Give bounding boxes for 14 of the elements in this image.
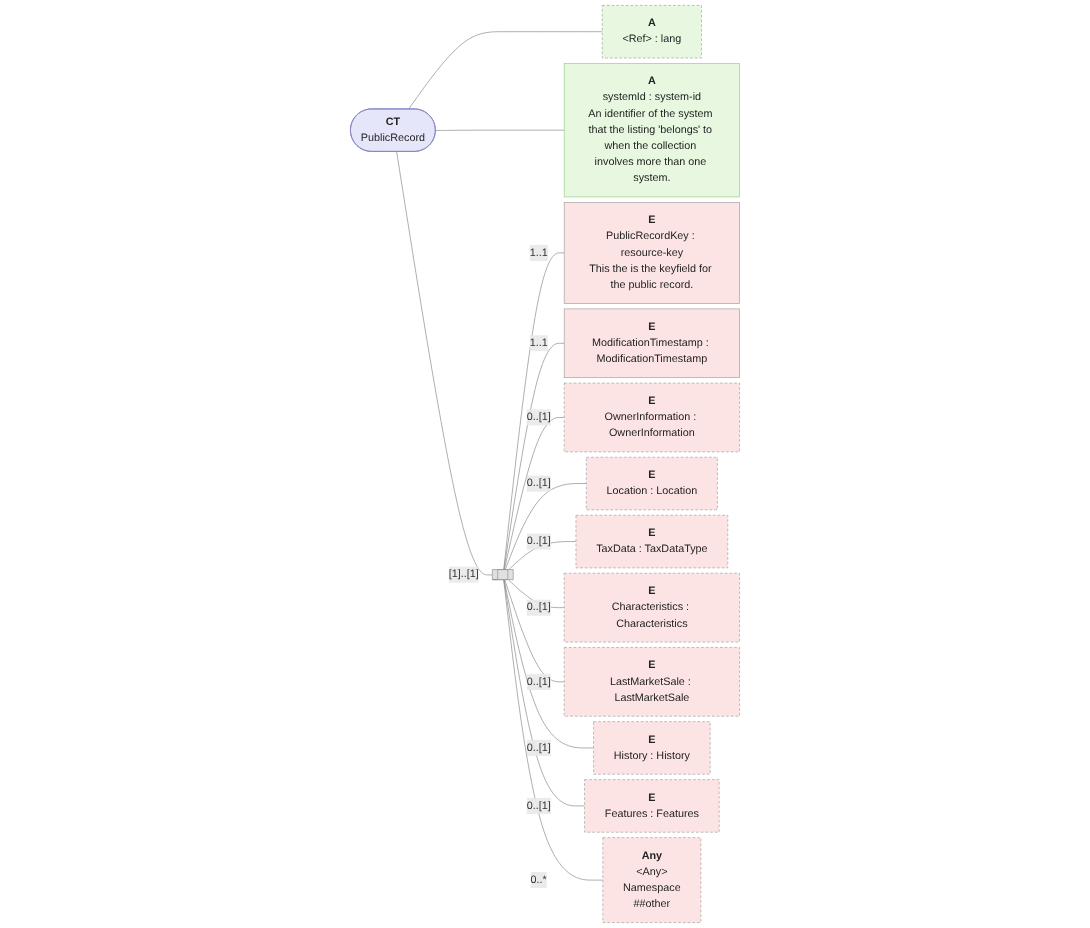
connector: [508, 579, 565, 608]
connector: [504, 579, 565, 683]
connector: [503, 579, 594, 749]
connector: [503, 342, 565, 571]
connector: [503, 252, 565, 571]
connector: [508, 541, 577, 571]
connector: [503, 579, 604, 881]
connector: [503, 417, 565, 571]
connector: [504, 483, 587, 571]
connector: [503, 579, 585, 807]
connector: [396, 151, 493, 576]
connector: [435, 129, 565, 131]
connector: [408, 31, 603, 110]
node-bar: [492, 569, 514, 580]
